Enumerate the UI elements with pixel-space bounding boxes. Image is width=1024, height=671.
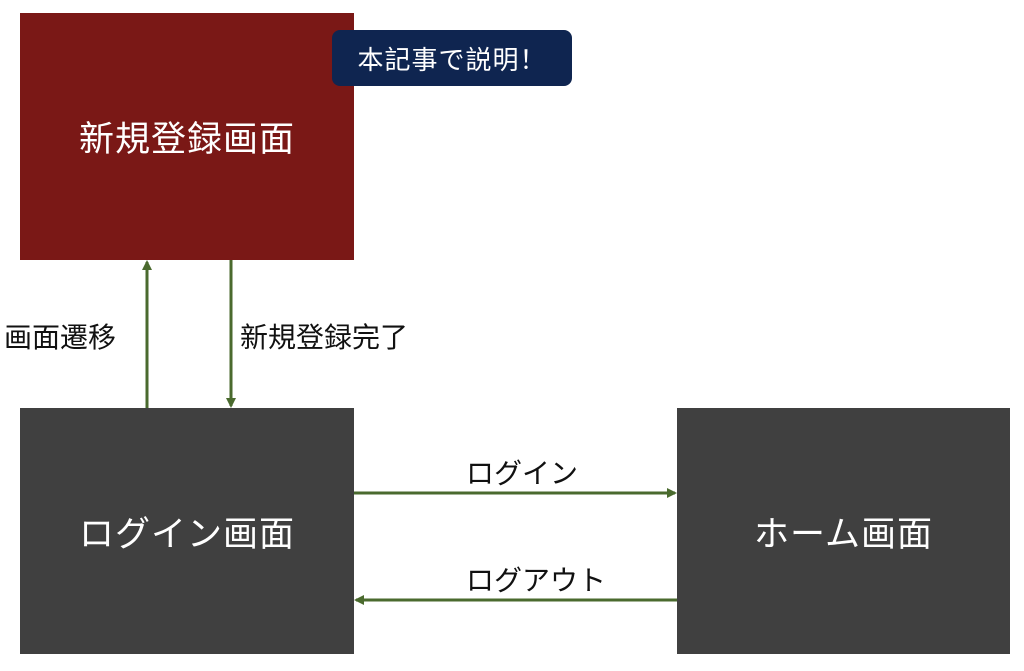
login-screen-node: ログイン画面: [20, 408, 354, 654]
login-screen-label: ログイン画面: [78, 514, 295, 555]
register-screen-label: 新規登録画面: [78, 120, 295, 160]
edge-label-login: ログイン: [466, 457, 579, 490]
edge-label-screen-transition: 画面遷移: [4, 321, 117, 354]
callout-text: 本記事で説明！: [357, 45, 547, 76]
home-screen-label: ホーム画面: [754, 514, 933, 555]
explanation-callout: 本記事で説明！: [332, 30, 572, 86]
edge-label-logout: ログアウト: [466, 564, 607, 597]
edge-label-registration-complete: 新規登録完了: [240, 321, 409, 354]
home-screen-node: ホーム画面: [677, 408, 1010, 654]
register-screen-node: 新規登録画面: [20, 13, 354, 260]
